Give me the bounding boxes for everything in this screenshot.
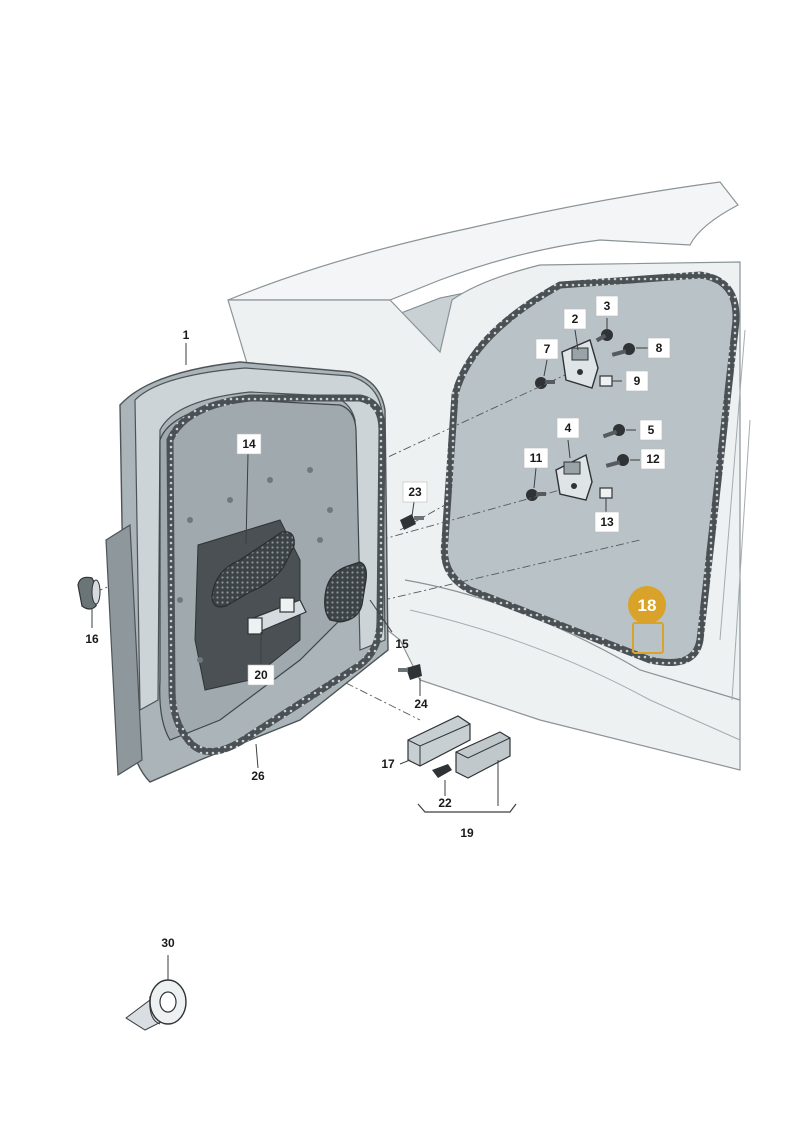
callout-16: 16 [85,632,99,646]
bolt-11 [526,489,546,501]
callout-label: 7 [544,342,551,356]
upper-hinge [561,339,599,389]
callout-1: 1 [183,328,190,342]
leader-lines [91,318,648,980]
callout-23: 23 [402,481,428,503]
callout-label: 2 [572,312,579,326]
callout-20: 20 [247,664,275,686]
bolt-12 [605,454,629,468]
mesh-panel-15 [324,561,367,623]
callout-22: 22 [438,796,452,810]
callout-3: 3 [595,295,619,317]
callout-label: 12 [646,452,660,466]
callout-label: 16 [85,632,99,646]
group-bracket-19 [417,803,517,813]
bolt-5 [602,424,625,439]
callout-label: 19 [460,826,474,840]
callout-13: 13 [594,511,620,533]
tape-roll-30 [125,979,187,1031]
callout-label: 8 [656,341,663,355]
plug-16 [77,576,101,610]
bolt-3 [595,329,613,343]
callout-label: 23 [408,485,422,499]
callout-label: 3 [604,299,611,313]
callout-8: 8 [647,337,671,359]
callout-9: 9 [625,370,649,392]
cover-19 [455,731,511,779]
nut-13 [599,487,613,499]
callout-label: 1 [183,328,190,342]
callout-label: 4 [565,421,572,435]
callout-label: 13 [600,515,614,529]
callout-label: 15 [395,637,409,651]
screw-24 [398,664,422,680]
bolt-8 [611,343,635,357]
screw-23 [400,514,424,530]
callout-label: 5 [648,423,655,437]
callout-15: 15 [395,637,409,651]
callout-label: 9 [634,374,641,388]
callout-12: 12 [640,448,666,470]
bracket-17 [407,715,471,767]
callout-7: 7 [535,338,559,360]
door-assembly [105,361,389,783]
callout-label: 20 [254,668,268,682]
callout-17: 17 [381,757,395,771]
callout-30: 30 [161,936,175,950]
clip-22 [432,764,452,778]
callout-26: 26 [251,769,265,783]
nut-9 [599,375,613,387]
callout-label: 22 [438,796,452,810]
callout-19: 19 [460,826,474,840]
callout-label: 26 [251,769,265,783]
mesh-panel-14 [211,531,295,608]
callout-11: 11 [523,447,549,469]
door-check-20 [247,597,307,635]
callout-24: 24 [414,697,428,711]
callout-label: 14 [242,437,256,451]
callout-label: 30 [161,936,175,950]
lower-hinge [555,453,593,501]
callout-5: 5 [639,419,663,441]
highlight-badge[interactable] [628,586,666,624]
callout-label: 11 [530,451,543,465]
callout-4: 4 [556,417,580,439]
callout-label: 24 [414,697,428,711]
callout-label: 17 [381,757,395,771]
callout-14: 14 [236,433,262,455]
callout-2: 2 [563,308,587,330]
callout-18-highlight[interactable]: 18 [628,586,666,654]
highlight-label: 18 [638,596,657,615]
door-seal-26 [166,394,386,755]
